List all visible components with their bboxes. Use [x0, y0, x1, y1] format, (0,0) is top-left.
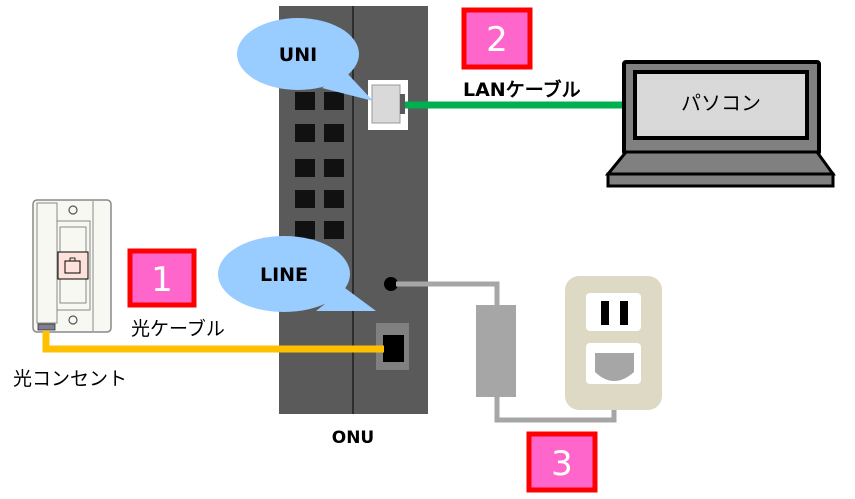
step-badge-1: 1 — [127, 248, 197, 308]
uni-port[interactable] — [368, 80, 408, 130]
vent — [324, 221, 344, 239]
step-number: 3 — [551, 444, 573, 484]
fiber-cable — [42, 331, 384, 353]
vent — [324, 190, 344, 208]
laptop-base — [606, 172, 835, 188]
uni-label: UNI — [279, 44, 317, 66]
power-jack[interactable] — [384, 277, 398, 291]
step-badge-2: 2 — [461, 7, 533, 70]
vent — [324, 92, 344, 110]
step-badge-3: 3 — [526, 431, 598, 493]
wall-outlet — [565, 276, 662, 410]
step-number: 2 — [486, 20, 508, 60]
laptop-screen — [633, 70, 809, 140]
vent — [295, 221, 315, 239]
fiber-outlet — [32, 199, 112, 333]
pc-label: パソコン — [681, 91, 761, 115]
line-label: LINE — [260, 264, 308, 286]
vent — [324, 159, 344, 177]
vent — [295, 92, 315, 110]
laptop-keyboard — [604, 150, 836, 176]
onu-vents — [295, 92, 344, 239]
uni-callout: UNI — [237, 18, 373, 101]
fiber-cable-label: 光ケーブル — [131, 317, 225, 340]
onu-label: ONU — [332, 428, 374, 448]
laptop: パソコン — [604, 60, 836, 188]
lan-cable-label: LANケーブル — [463, 78, 581, 101]
vent — [295, 190, 315, 208]
fiber-outlet-label: 光コンセント — [13, 368, 127, 390]
vent — [295, 159, 315, 177]
ac-adapter — [476, 305, 516, 397]
line-callout: LINE — [218, 236, 376, 312]
step-number: 1 — [151, 260, 173, 300]
power-plug — [595, 353, 634, 381]
vent — [324, 124, 344, 142]
vent — [295, 124, 315, 142]
